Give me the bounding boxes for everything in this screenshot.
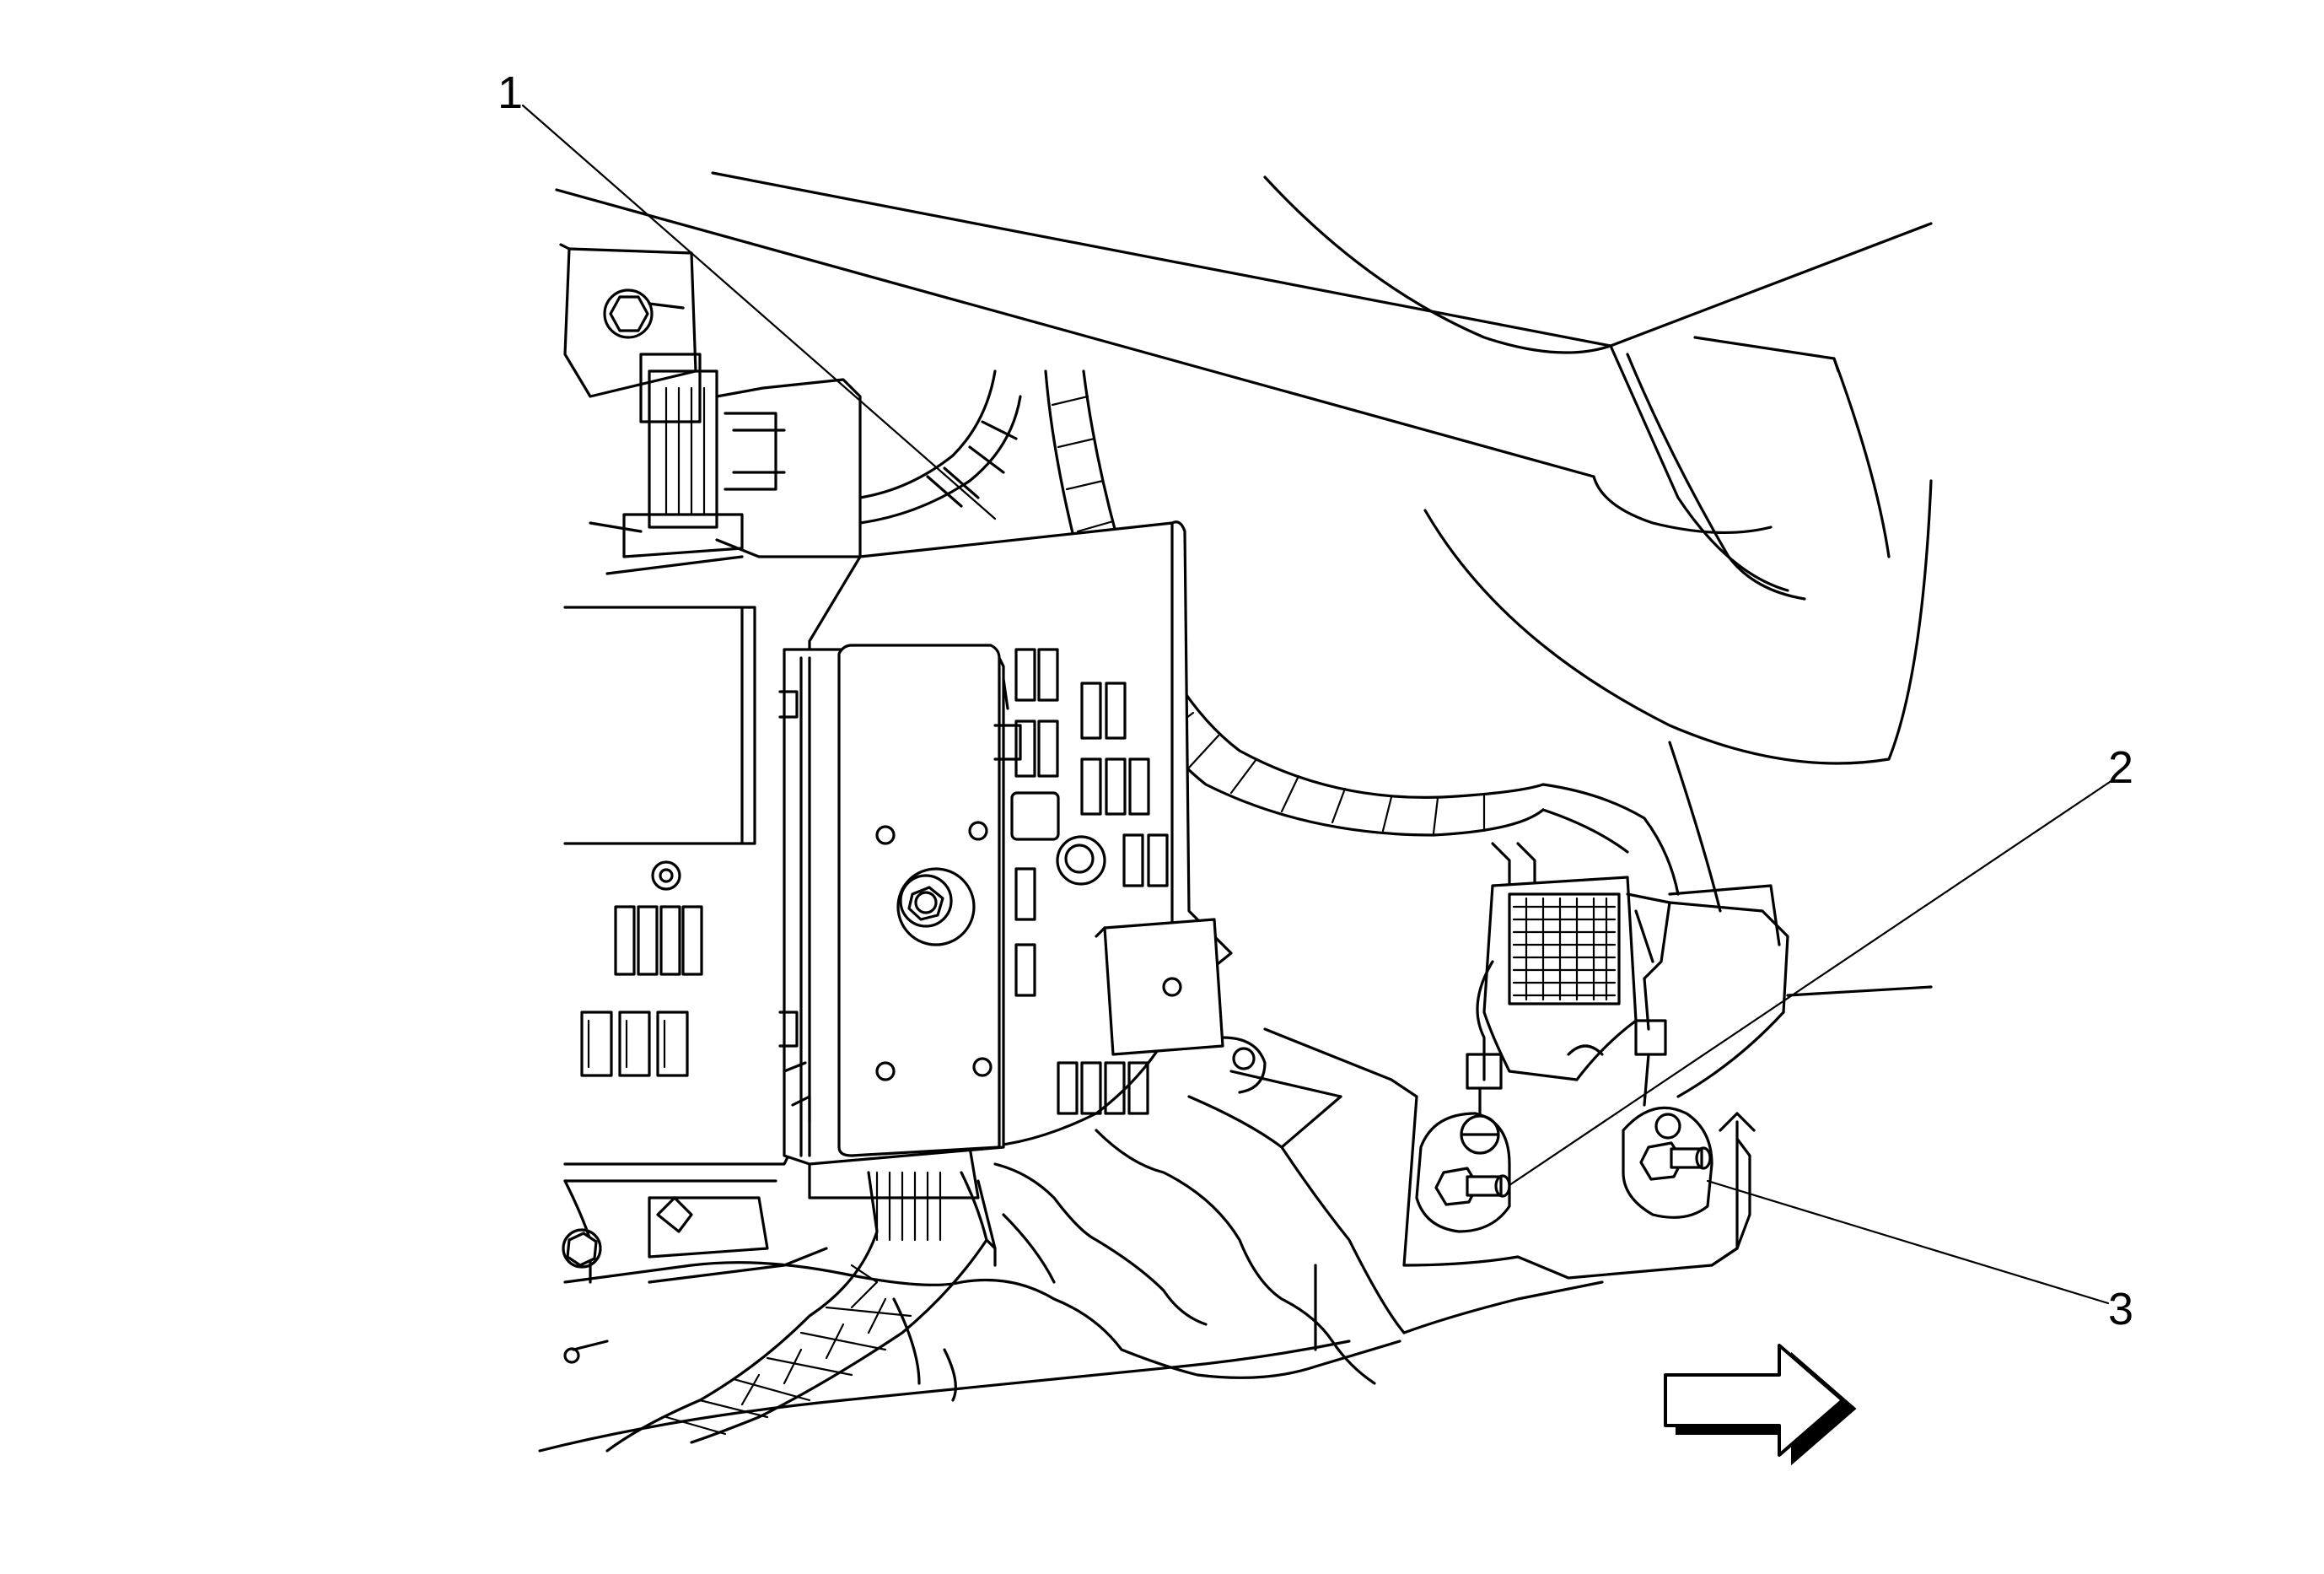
instrument-panel-upper — [555, 171, 1933, 601]
lower-right-bracket — [1402, 884, 1789, 1280]
callout-2: 2 — [2108, 742, 2133, 793]
front-direction-arrow-icon — [1664, 1344, 1857, 1466]
callout-leaders — [521, 104, 2114, 1305]
callout-labels: 1 2 3 — [498, 67, 2133, 1334]
callout-1: 1 — [498, 67, 523, 118]
callout-3: 3 — [2108, 1284, 2133, 1334]
electronic-module — [1482, 876, 1671, 1081]
leader-line-3 — [1706, 1179, 2110, 1305]
fuse-array — [1010, 648, 1169, 1115]
ground-wires — [1466, 960, 1667, 1132]
mini-fuses-left-row-2 — [580, 1011, 689, 1077]
lower-trim-and-duct — [538, 1027, 1604, 1453]
upper-harness-bundle — [858, 369, 1022, 525]
leader-line-1 — [521, 104, 997, 520]
ground-stud-3 — [1622, 1106, 1713, 1219]
harness-connector — [589, 353, 862, 575]
mini-fuses-left-row-1 — [614, 905, 703, 976]
fuse-block-relay — [1095, 918, 1267, 1094]
ground-stud-2 — [1415, 1112, 1511, 1233]
leader-line-2 — [1508, 779, 2114, 1187]
steering-column — [1423, 479, 1933, 997]
upper-mounting-bracket — [559, 243, 697, 398]
instrument-panel-fuse-block — [778, 520, 1233, 1199]
lower-left-trim — [562, 1179, 828, 1364]
lower-wire-harness — [605, 1171, 997, 1453]
module-mesh-pattern — [1512, 897, 1617, 1001]
instrument-cluster-module — [563, 606, 794, 1183]
